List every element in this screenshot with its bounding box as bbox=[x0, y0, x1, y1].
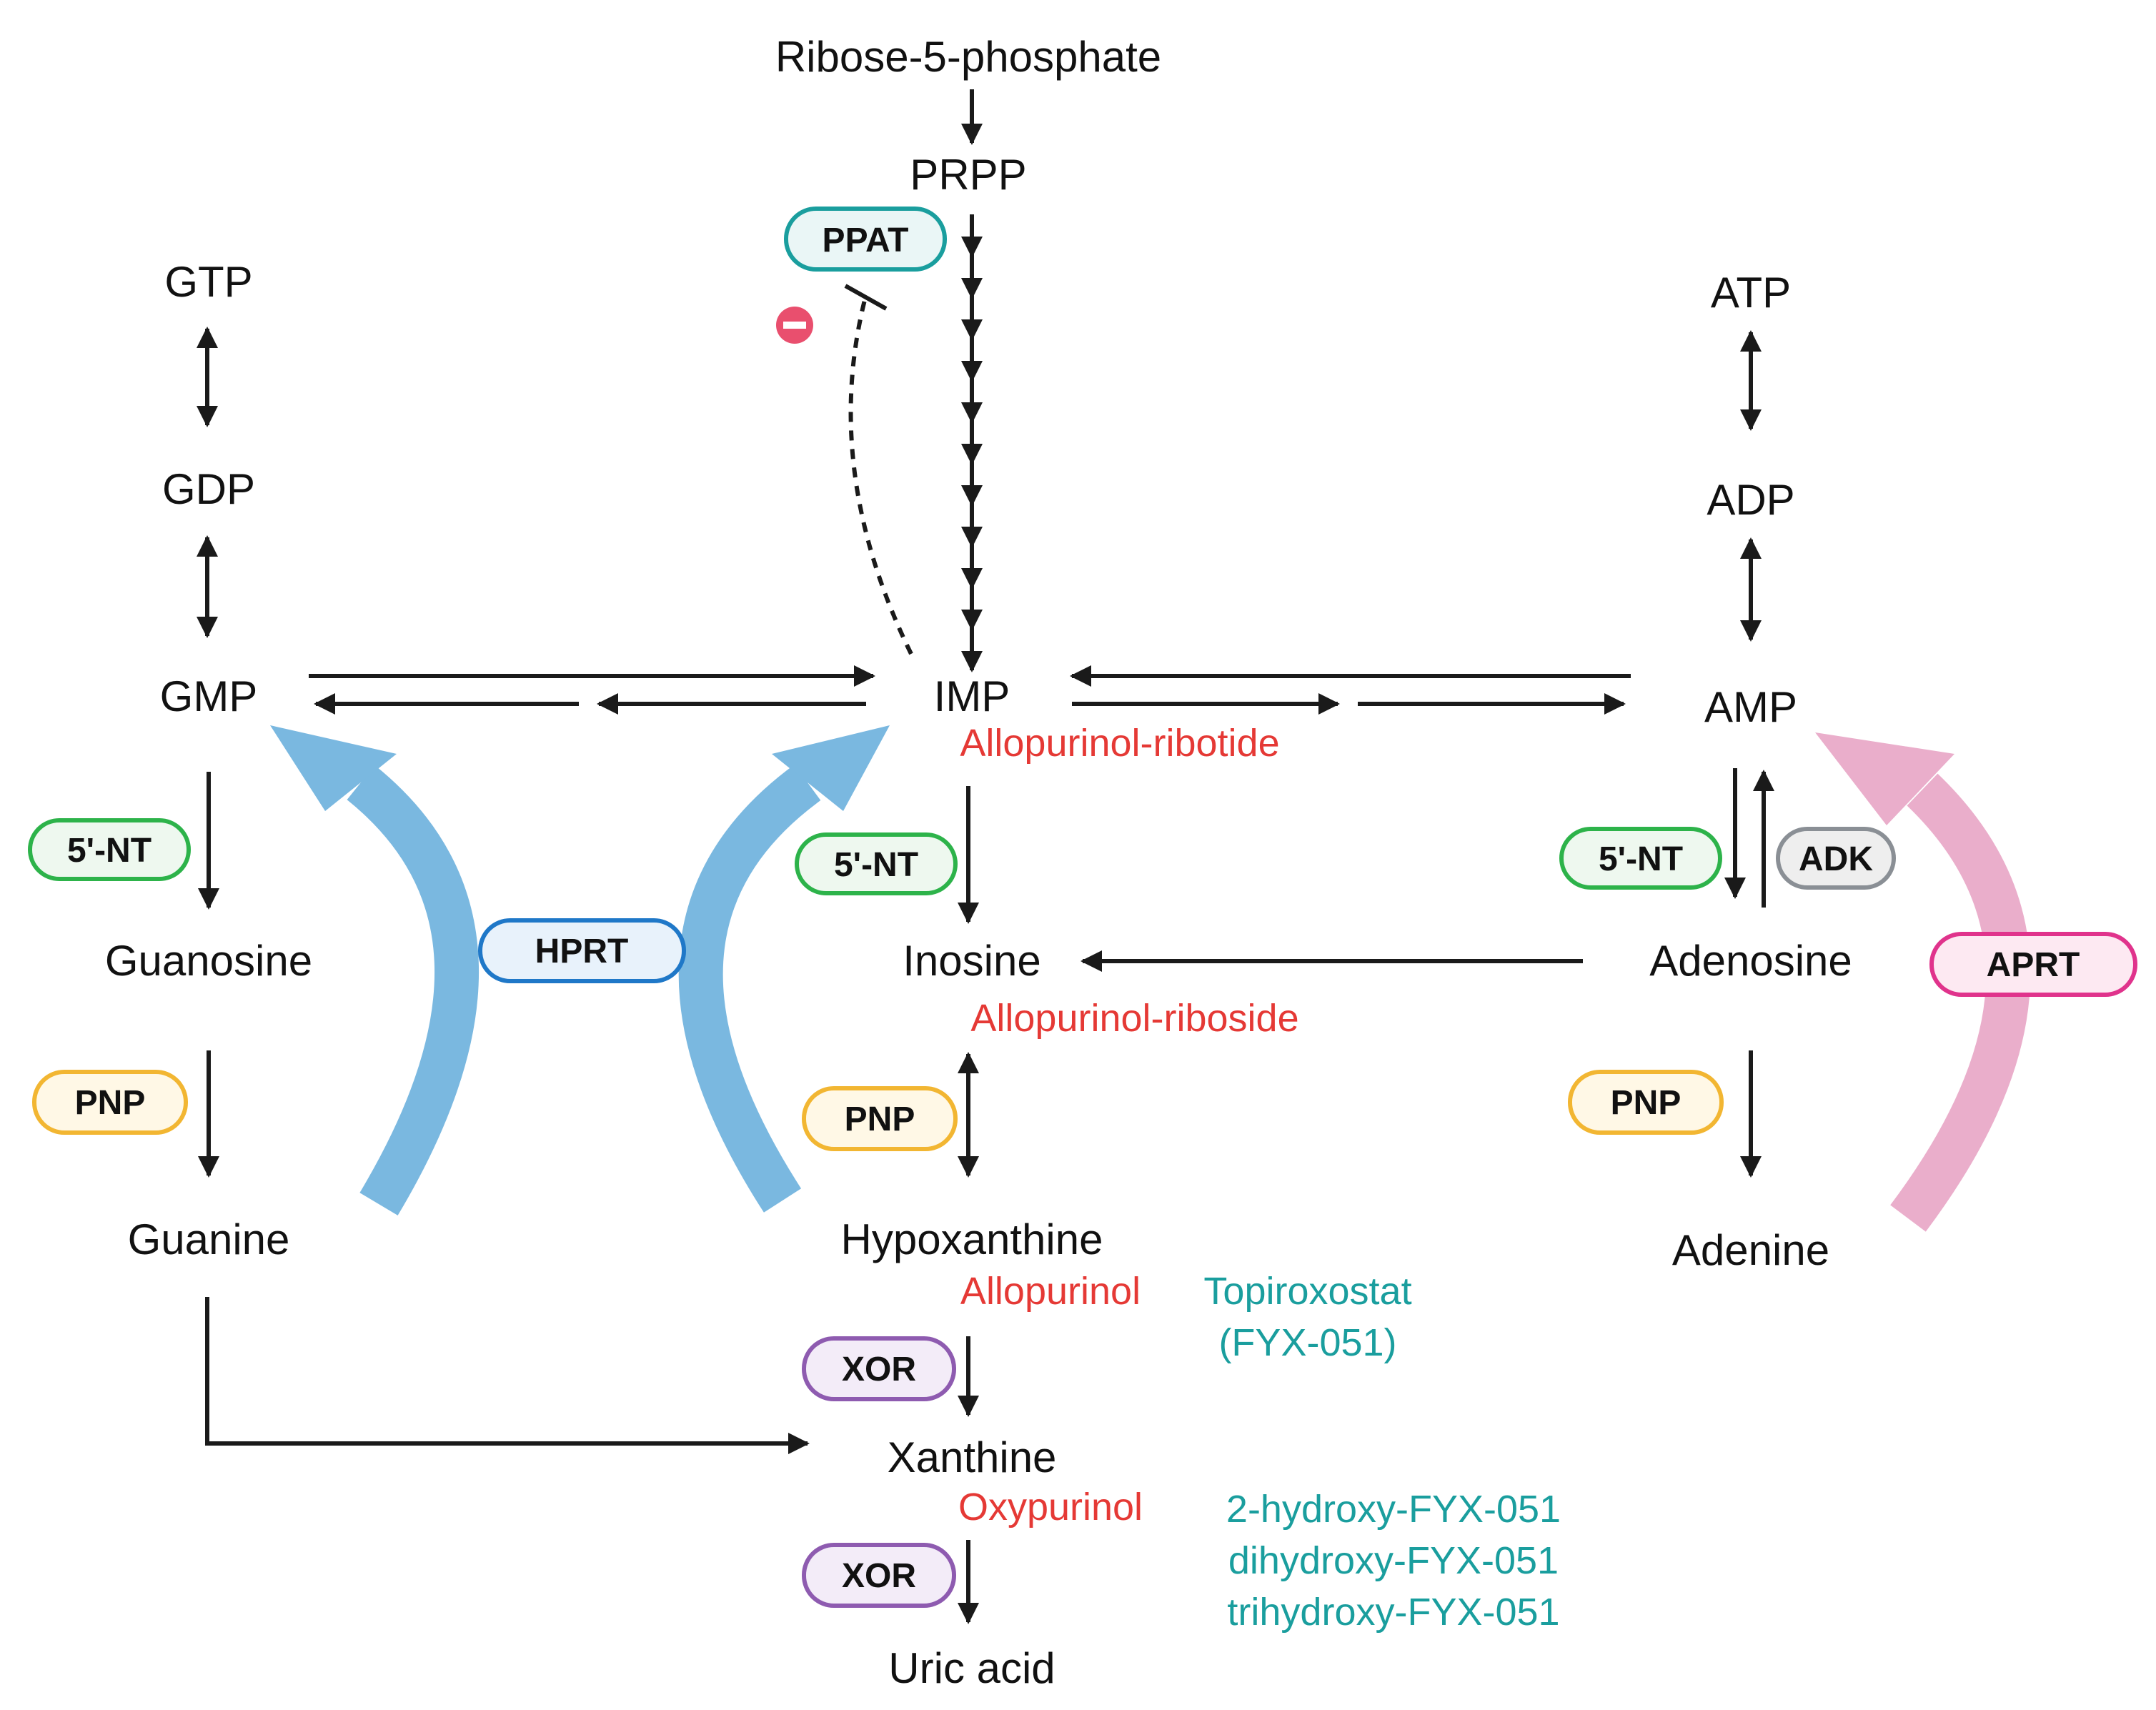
enzyme-ppat-label: PPAT bbox=[823, 222, 909, 259]
metabolite-guanosine: Guanosine bbox=[105, 937, 312, 985]
enzyme-pnp-right: PNP bbox=[1568, 1070, 1724, 1135]
hprt-arrow-guanine-to-gmp bbox=[347, 765, 480, 1216]
enzyme-pnp-left-label: PNP bbox=[75, 1084, 146, 1122]
metabolite-adenine: Adenine bbox=[1672, 1226, 1829, 1274]
metabolite-imp: IMP bbox=[934, 672, 1010, 720]
ppat-feedback-inhibition bbox=[776, 284, 913, 655]
metabolite-uric-acid: Uric acid bbox=[888, 1644, 1055, 1692]
aprt-arrow-adenine-to-amp bbox=[1890, 773, 2031, 1232]
enzyme-aprt-pill bbox=[1929, 932, 2137, 997]
metabolite-gdp: GDP bbox=[162, 465, 255, 513]
metabolite-adp: ADP bbox=[1707, 476, 1794, 524]
enzyme-xor-2-pill bbox=[802, 1543, 956, 1608]
enzyme-adk-pill bbox=[1776, 827, 1896, 890]
enzyme-xor-1-label: XOR bbox=[842, 1351, 916, 1388]
enzyme-pnp-right-pill bbox=[1568, 1070, 1724, 1135]
enzyme-5nt-right-pill bbox=[1559, 827, 1722, 890]
enzyme-adk-label: ADK bbox=[1799, 840, 1873, 878]
feedback-dashed-line bbox=[848, 299, 913, 655]
enzyme-hprt: HPRT bbox=[478, 918, 686, 983]
hprt-salvage-arrows bbox=[270, 725, 890, 1216]
enzyme-5nt-left-label: 5'-NT bbox=[67, 832, 151, 870]
metabolite-adenosine: Adenosine bbox=[1649, 937, 1852, 985]
enzyme-ppat-pill bbox=[784, 207, 947, 272]
drug-allopurinol: Allopurinol bbox=[960, 1270, 1141, 1313]
enzyme-hprt-pill bbox=[478, 918, 686, 983]
enzyme-pnp-center: PNP bbox=[802, 1086, 958, 1151]
arrow-guanine-to-xanthine bbox=[205, 1297, 810, 1454]
drug-allopurinol-riboside: Allopurinol-riboside bbox=[970, 997, 1298, 1040]
enzyme-adk: ADK bbox=[1776, 827, 1896, 890]
metabolite-prpp: PRPP bbox=[910, 151, 1026, 199]
drug-trihydroxy-fyx-051: trihydroxy-FYX-051 bbox=[1227, 1591, 1559, 1634]
hprt-arrowhead-gmp bbox=[270, 725, 397, 811]
drug-topiroxostat: Topiroxostat bbox=[1203, 1270, 1411, 1313]
drug-dihydroxy-fyx-051: dihydroxy-FYX-051 bbox=[1228, 1539, 1559, 1582]
metabolite-gmp: GMP bbox=[160, 672, 258, 720]
enzyme-pnp-left: PNP bbox=[32, 1070, 188, 1135]
drug-fyx-051: (FYX-051) bbox=[1218, 1321, 1396, 1364]
enzyme-pnp-left-pill bbox=[32, 1070, 188, 1135]
drug-oxypurinol: Oxypurinol bbox=[958, 1486, 1143, 1528]
drug-2-hydroxy-fyx-051: 2-hydroxy-FYX-051 bbox=[1226, 1488, 1561, 1531]
enzyme-5nt-center: 5'-NT bbox=[795, 832, 958, 895]
enzyme-xor-1: XOR bbox=[802, 1336, 956, 1401]
metabolite-ribose-5-phosphate: Ribose-5-phosphate bbox=[775, 33, 1161, 81]
inhibition-bar bbox=[844, 284, 888, 311]
enzyme-pnp-right-label: PNP bbox=[1611, 1084, 1681, 1122]
enzyme-xor-1-pill bbox=[802, 1336, 956, 1401]
enzyme-5nt-center-label: 5'-NT bbox=[834, 846, 918, 884]
metabolite-amp: AMP bbox=[1704, 683, 1797, 731]
metabolite-atp: ATP bbox=[1711, 269, 1791, 317]
enzyme-5nt-right: 5'-NT bbox=[1559, 827, 1722, 890]
enzyme-5nt-left: 5'-NT bbox=[28, 818, 191, 881]
enzyme-pnp-center-label: PNP bbox=[845, 1100, 915, 1138]
aprt-arrowhead-amp bbox=[1815, 732, 1954, 825]
enzyme-aprt: APRT bbox=[1929, 932, 2137, 997]
enzyme-xor-2: XOR bbox=[802, 1543, 956, 1608]
metabolite-xanthine: Xanthine bbox=[888, 1433, 1057, 1481]
metabolite-guanine: Guanine bbox=[128, 1216, 290, 1263]
enzyme-aprt-label: APRT bbox=[1987, 946, 2080, 984]
enzyme-5nt-center-pill bbox=[795, 832, 958, 895]
metabolite-hypoxanthine: Hypoxanthine bbox=[841, 1216, 1103, 1263]
enzyme-pnp-center-pill bbox=[802, 1086, 958, 1151]
metabolite-gtp: GTP bbox=[164, 258, 252, 306]
enzyme-5nt-right-label: 5'-NT bbox=[1599, 840, 1683, 878]
hprt-arrow-hypoxanthine-to-imp bbox=[678, 764, 821, 1213]
enzyme-5nt-left-pill bbox=[28, 818, 191, 881]
hprt-arrowhead-imp bbox=[772, 725, 890, 811]
enzyme-xor-2-label: XOR bbox=[842, 1557, 916, 1595]
drug-allopurinol-ribotide: Allopurinol-ribotide bbox=[960, 722, 1279, 765]
enzyme-ppat: PPAT bbox=[784, 207, 947, 272]
minus-sign bbox=[783, 322, 806, 329]
metabolite-inosine: Inosine bbox=[903, 937, 1040, 985]
enzyme-hprt-label: HPRT bbox=[535, 933, 629, 970]
